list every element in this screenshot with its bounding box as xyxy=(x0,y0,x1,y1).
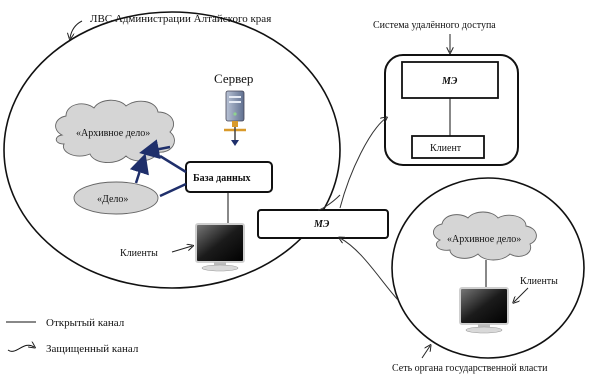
remote-client-label: Клиент xyxy=(430,143,462,154)
remote-firewall-label: МЭ xyxy=(441,76,458,87)
lan-admin-title: ЛВС Администрации Алтайского края xyxy=(90,13,271,25)
legend-protected-label: Защищенный канал xyxy=(46,343,139,355)
database-label: База данных xyxy=(193,173,251,184)
legend-open-label: Открытый канал xyxy=(46,317,125,329)
legend xyxy=(6,321,36,352)
remote-client-box xyxy=(411,135,485,159)
delo-cloud-label: «Дело» xyxy=(97,194,128,205)
gov-network-title: Сеть органа государственной власти xyxy=(392,363,548,374)
clients-gov-pointer xyxy=(514,287,529,302)
legend-protected-arrow-icon xyxy=(7,345,34,352)
delo-cloud xyxy=(73,181,159,215)
protected-links-lan xyxy=(129,139,187,198)
firewall-center-box xyxy=(257,209,389,239)
lan-admin-zone xyxy=(3,11,341,289)
monitor-icon-main xyxy=(195,223,245,272)
server-icon xyxy=(224,90,246,146)
clients-main-label: Клиенты xyxy=(120,248,158,259)
archive-cloud-gov-label: «Архивное дело» xyxy=(447,234,521,245)
server-label: Сервер xyxy=(214,71,253,86)
clients-gov-label: Клиенты xyxy=(520,276,558,287)
protected-links-external xyxy=(317,118,399,301)
lan-admin-pointer xyxy=(70,20,83,38)
archive-cloud-main-label: «Архивное дело» xyxy=(76,128,150,139)
clients-main-pointer xyxy=(171,246,192,253)
database-box xyxy=(185,161,273,193)
archive-cloud-gov xyxy=(433,211,537,261)
gov-network-zone xyxy=(391,177,585,359)
remote-access-title: Система удалённого доступа xyxy=(373,20,496,31)
firewall-center-label: МЭ xyxy=(313,219,330,230)
gov-network-pointer xyxy=(421,346,430,359)
remote-firewall-box xyxy=(401,61,499,99)
monitor-icon-gov xyxy=(459,287,509,334)
